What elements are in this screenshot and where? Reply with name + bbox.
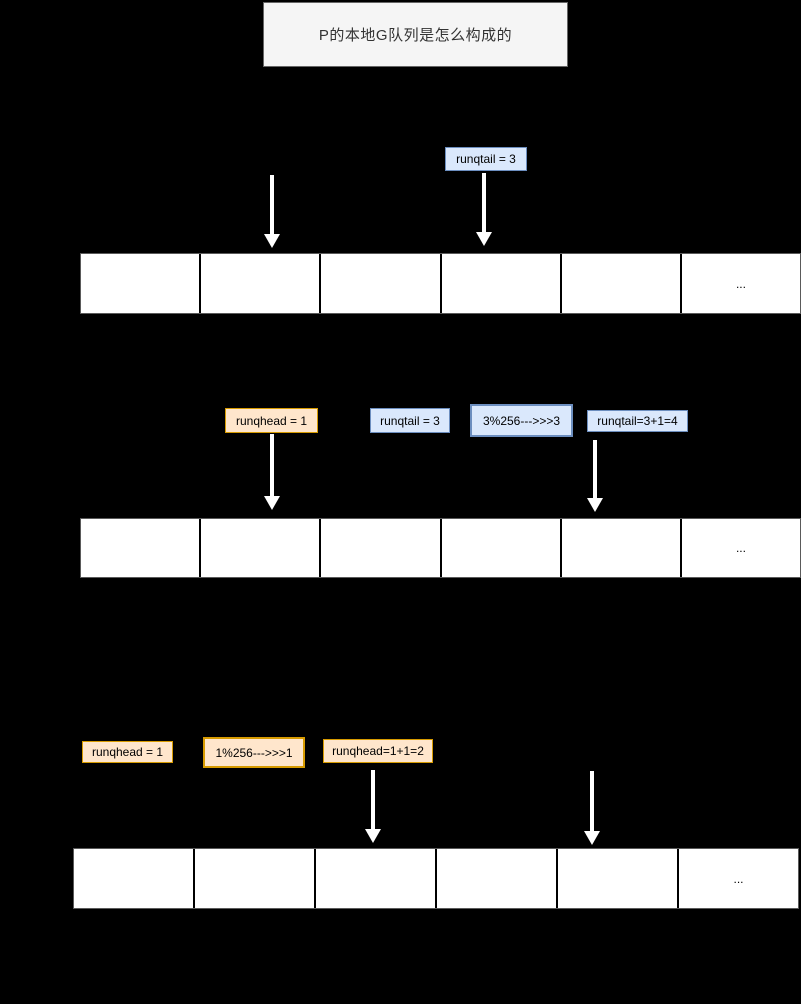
arrow-head	[264, 234, 280, 248]
queue-cell-ellipsis: ...	[735, 276, 746, 291]
arrow-head	[476, 232, 492, 246]
queue-cell	[437, 849, 558, 908]
queue-cell	[195, 849, 316, 908]
label-runqhead-step3: runqhead = 1	[82, 741, 173, 763]
down-arrow-icon	[584, 771, 600, 845]
arrow-shaft	[482, 173, 486, 234]
arrow-head	[264, 496, 280, 510]
down-arrow-icon	[476, 173, 492, 246]
arrow-shaft	[590, 771, 594, 833]
diagram-title: P的本地G队列是怎么构成的	[263, 2, 568, 67]
label-runqtail-step2: runqtail = 3	[370, 408, 450, 433]
down-arrow-icon	[587, 440, 603, 512]
queue-cell	[558, 849, 679, 908]
queue-cell-ellipsis: ...	[733, 871, 744, 886]
down-arrow-icon	[264, 175, 280, 248]
queue-cell-ellipsis: ...	[735, 541, 746, 555]
queue-cell	[81, 519, 202, 577]
queue-cell	[201, 254, 322, 313]
queue-cell	[201, 519, 322, 577]
label-mod-calc-step2: 3%256--->>>3	[470, 404, 573, 437]
arrow-head	[584, 831, 600, 845]
down-arrow-icon	[264, 434, 280, 510]
arrow-shaft	[270, 434, 274, 498]
queue-cell	[74, 849, 195, 908]
queue-cell	[442, 519, 562, 577]
queue-cell	[562, 254, 682, 313]
queue-cell	[321, 254, 442, 313]
arrow-head	[587, 498, 603, 512]
label-runqhead-step2: runqhead = 1	[225, 408, 318, 433]
queue-cell	[442, 254, 562, 313]
queue-row-step3: ...	[73, 848, 799, 909]
arrow-head	[365, 829, 381, 843]
label-mod-calc-step3: 1%256--->>>1	[203, 737, 305, 768]
label-runqtail-step1: runqtail = 3	[445, 147, 527, 171]
down-arrow-icon	[365, 770, 381, 843]
arrow-shaft	[371, 770, 375, 831]
label-runqhead-next-step3: runqhead=1+1=2	[323, 739, 433, 763]
queue-cell	[316, 849, 437, 908]
arrow-shaft	[270, 175, 274, 236]
queue-row-step2: ...	[80, 518, 801, 578]
label-runqtail-next-step2: runqtail=3+1=4	[587, 410, 688, 432]
queue-cell	[321, 519, 442, 577]
queue-row-step1: ...	[80, 253, 801, 314]
queue-cell	[562, 519, 682, 577]
queue-cell	[81, 254, 202, 313]
arrow-shaft	[593, 440, 597, 500]
